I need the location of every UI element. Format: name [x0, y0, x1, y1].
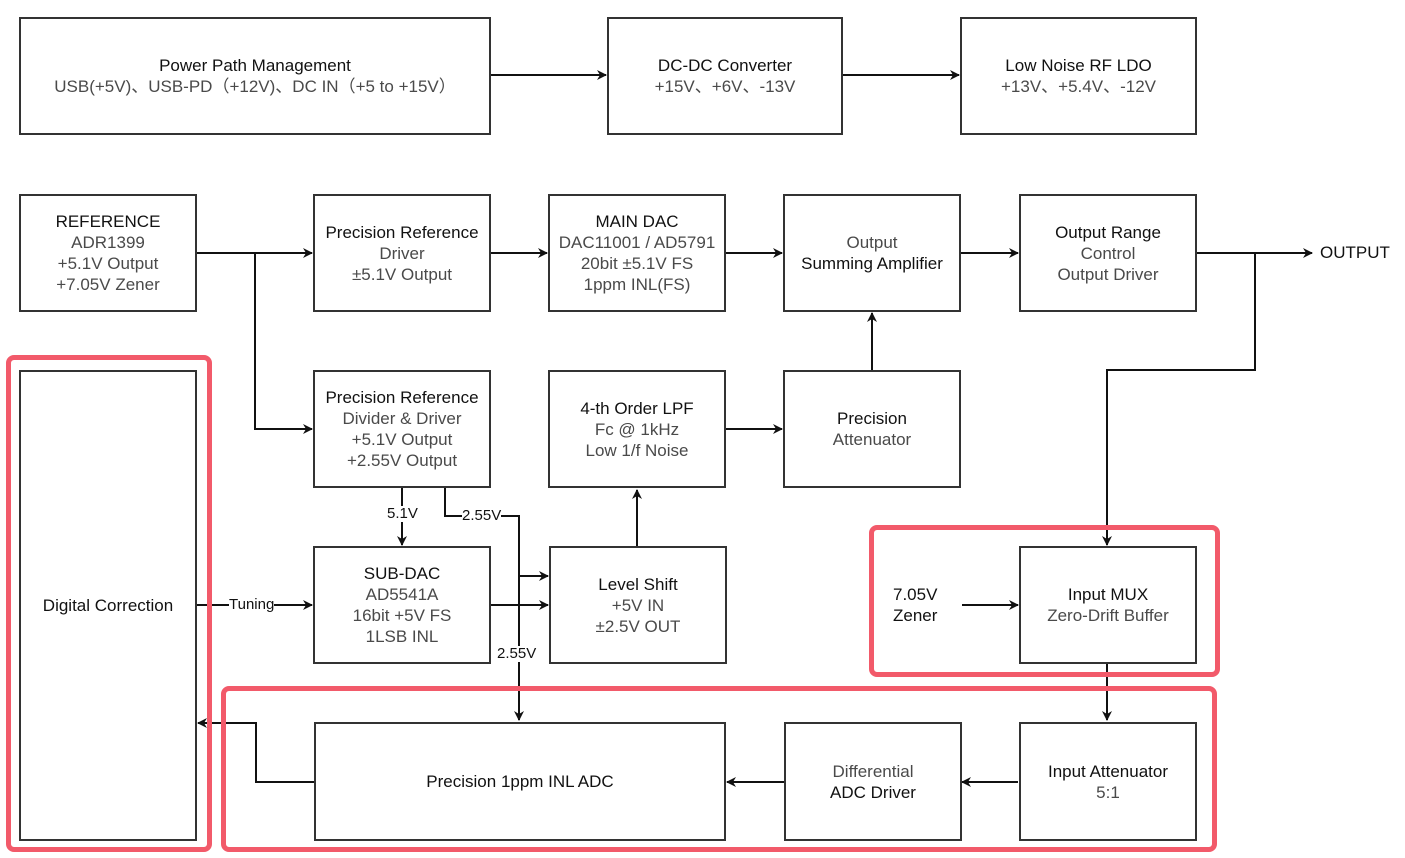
power-path-block[interactable]: Power Path Management USB(+5V)、USB-PD（+1… — [19, 17, 491, 135]
block-detail: +5.1V Output — [57, 254, 159, 273]
wire-ref-to-divider — [254, 253, 313, 434]
wire-label-5v1: 5.1V — [387, 505, 418, 522]
dcdc-converter-block[interactable]: DC-DC Converter +15V、+6V、-13V — [607, 17, 843, 135]
block-detail: ±2.5V OUT — [595, 616, 681, 636]
block-title: SUB-DAC — [363, 564, 441, 583]
input-attenuator-block[interactable]: Input Attenuator 5:1 — [1019, 722, 1197, 841]
block-title: Precision Reference — [325, 388, 479, 407]
digital-correction-block[interactable]: Digital Correction — [19, 370, 197, 841]
block-title: Precision Reference — [325, 222, 479, 242]
block-title: Input Attenuator — [1047, 761, 1169, 781]
reference-block[interactable]: REFERENCE ADR1399 +5.1V Output +7.05V Ze… — [19, 194, 197, 312]
block-detail: 1LSB INL — [365, 627, 439, 646]
block-title: Output Range — [1055, 222, 1161, 242]
zener-label: 7.05V Zener — [893, 584, 937, 626]
precision-attenuator-block[interactable]: Precision Attenuator — [783, 370, 961, 488]
wire-label-2v55-top: 2.55V — [462, 507, 502, 524]
block-detail: +7.05V Zener — [56, 275, 160, 294]
block-detail: 5:1 — [1096, 782, 1120, 802]
block-title: REFERENCE — [55, 212, 161, 231]
block-detail: +5.1V Output — [351, 430, 453, 449]
output-range-block[interactable]: Output Range Control Output Driver — [1019, 194, 1197, 312]
adc-driver-block[interactable]: Differential ADC Driver — [784, 722, 962, 841]
block-detail: Output — [846, 233, 898, 252]
wire-label-tuning: Tuning — [229, 596, 275, 613]
block-detail: USB(+5V)、USB-PD（+12V)、DC IN（+5 to +15V） — [54, 77, 456, 96]
block-detail: Output Driver — [1057, 264, 1159, 284]
block-detail: +5V IN — [611, 595, 665, 615]
block-title: Input MUX — [1067, 585, 1149, 604]
block-title: MAIN DAC — [595, 212, 679, 231]
block-title: Precision 1ppm INL ADC — [426, 772, 614, 791]
block-detail: 16bit +5V FS — [352, 606, 452, 625]
block-detail: Zero-Drift Buffer — [1047, 606, 1169, 625]
wire-label-2v55-bottom: 2.55V — [497, 645, 537, 662]
block-detail: Control — [1080, 243, 1136, 263]
precision-reference-driver-block[interactable]: Precision Reference Driver ±5.1V Output — [313, 194, 491, 312]
block-detail: Fc @ 1kHz — [594, 419, 680, 439]
sub-dac-block[interactable]: SUB-DAC AD5541A 16bit +5V FS 1LSB INL — [313, 546, 491, 664]
block-detail: +15V、+6V、-13V — [654, 77, 796, 96]
block-detail: DAC11001 / AD5791 — [558, 233, 716, 252]
ldo-block[interactable]: Low Noise RF LDO +13V、+5.4V、-12V — [960, 17, 1197, 135]
block-title: Low Noise RF LDO — [1005, 56, 1152, 75]
block-detail: +13V、+5.4V、-12V — [1001, 77, 1156, 96]
block-title: ADC Driver — [830, 782, 916, 802]
output-label: OUTPUT — [1320, 243, 1390, 262]
zener-label-line1: 7.05V — [893, 585, 938, 604]
block-detail: 1ppm INL(FS) — [583, 275, 691, 294]
level-shift-block[interactable]: Level Shift +5V IN ±2.5V OUT — [549, 546, 727, 664]
precision-reference-divider-block[interactable]: Precision Reference Divider & Driver +5.… — [313, 370, 491, 488]
summing-amplifier-block[interactable]: Output Summing Amplifier — [783, 194, 961, 312]
zener-label-line2: Zener — [893, 606, 938, 625]
adc-block[interactable]: Precision 1ppm INL ADC — [314, 722, 726, 841]
block-detail: ±5.1V Output — [351, 264, 453, 284]
block-detail: Differential — [832, 761, 914, 781]
block-detail: AD5541A — [365, 585, 439, 604]
block-detail: +2.55V Output — [346, 451, 458, 470]
block-detail: Low 1/f Noise — [585, 440, 689, 460]
block-detail: ADR1399 — [71, 233, 145, 252]
main-dac-block[interactable]: MAIN DAC DAC11001 / AD5791 20bit ±5.1V F… — [548, 194, 726, 312]
block-detail: 20bit ±5.1V FS — [580, 254, 694, 273]
block-detail: Driver — [379, 243, 425, 263]
block-detail: Divider & Driver — [342, 409, 462, 428]
input-mux-block[interactable]: Input MUX Zero-Drift Buffer — [1019, 546, 1197, 664]
block-title: Summing Amplifier — [801, 254, 943, 273]
block-title: Precision — [837, 409, 907, 428]
lpf-block[interactable]: 4-th Order LPF Fc @ 1kHz Low 1/f Noise — [548, 370, 726, 488]
block-title: DC-DC Converter — [657, 56, 793, 75]
block-title: Level Shift — [598, 574, 678, 594]
block-title: Digital Correction — [42, 596, 174, 615]
block-detail: Attenuator — [832, 430, 912, 449]
block-title: 4-th Order LPF — [580, 398, 694, 418]
wire-adc-to-correction — [197, 718, 314, 783]
block-title: Power Path Management — [159, 56, 351, 75]
